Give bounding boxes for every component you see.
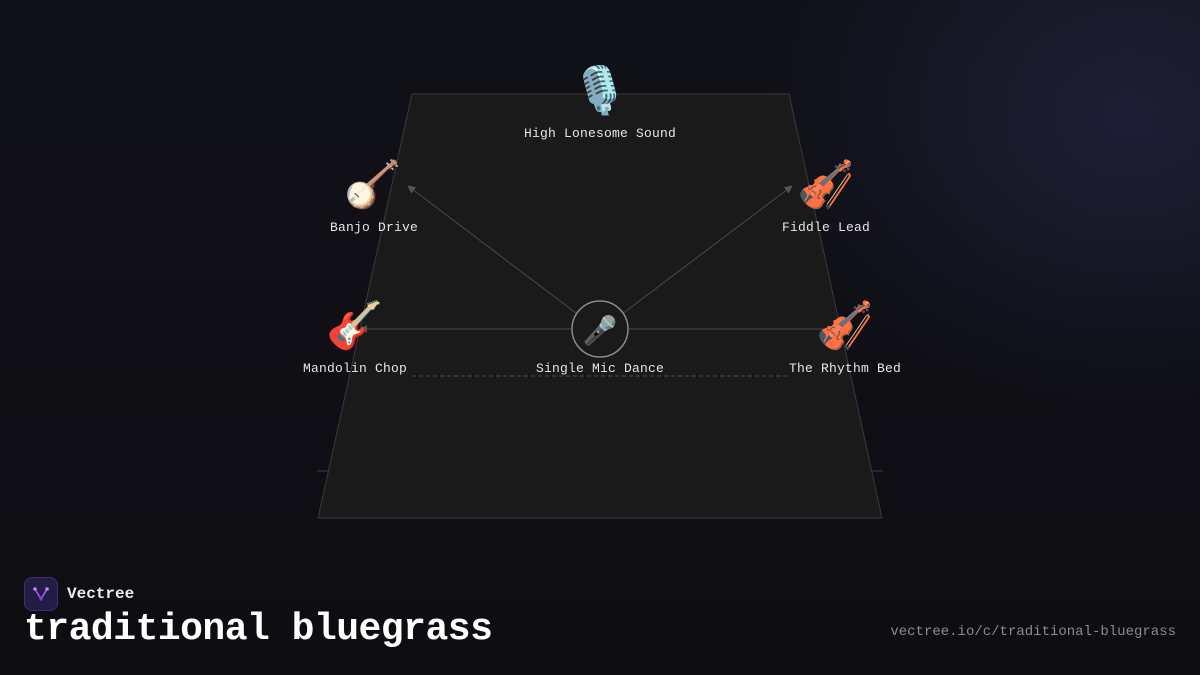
node-single-mic-dance[interactable]: 🎤 Single Mic Dance bbox=[536, 300, 664, 376]
node-mandolin-chop[interactable]: 🎸 Mandolin Chop bbox=[303, 298, 407, 376]
violin-icon: 🎻 bbox=[816, 298, 873, 352]
vectree-logo-glyph bbox=[33, 587, 49, 601]
brand-name: Vectree bbox=[67, 585, 135, 603]
node-the-rhythm-bed[interactable]: 🎻 The Rhythm Bed bbox=[789, 298, 901, 376]
guitar-icon: 🎸 bbox=[326, 298, 383, 353]
node-label-high-lonesome-sound: High Lonesome Sound bbox=[524, 126, 676, 141]
node-fiddle-lead[interactable]: 🎻 Fiddle Lead bbox=[782, 157, 870, 235]
page-url[interactable]: vectree.io/c/traditional-bluegrass bbox=[890, 624, 1176, 640]
violin-icon: 🎻 bbox=[797, 157, 854, 211]
center-node-ring bbox=[571, 300, 629, 358]
node-label-fiddle-lead: Fiddle Lead bbox=[782, 220, 870, 235]
brand[interactable]: Vectree bbox=[24, 577, 134, 611]
edge-to-fiddle-lead bbox=[621, 185, 793, 315]
vectree-logo-icon bbox=[24, 577, 58, 611]
studio-microphone-icon: 🎙️ bbox=[571, 63, 628, 117]
node-label-single-mic-dance: Single Mic Dance bbox=[536, 361, 664, 376]
banjo-icon: 🪕 bbox=[344, 157, 401, 216]
node-label-mandolin-chop: Mandolin Chop bbox=[303, 361, 407, 376]
microphone-icon: 🎤 bbox=[583, 313, 618, 347]
edge-to-banjo-drive bbox=[407, 185, 581, 317]
page-title: traditional bluegrass bbox=[24, 608, 493, 651]
node-label-banjo-drive: Banjo Drive bbox=[330, 220, 418, 235]
node-label-the-rhythm-bed: The Rhythm Bed bbox=[789, 361, 901, 376]
node-banjo-drive[interactable]: 🪕 Banjo Drive bbox=[330, 157, 418, 235]
node-high-lonesome-sound[interactable]: 🎙️ High Lonesome Sound bbox=[524, 63, 676, 141]
